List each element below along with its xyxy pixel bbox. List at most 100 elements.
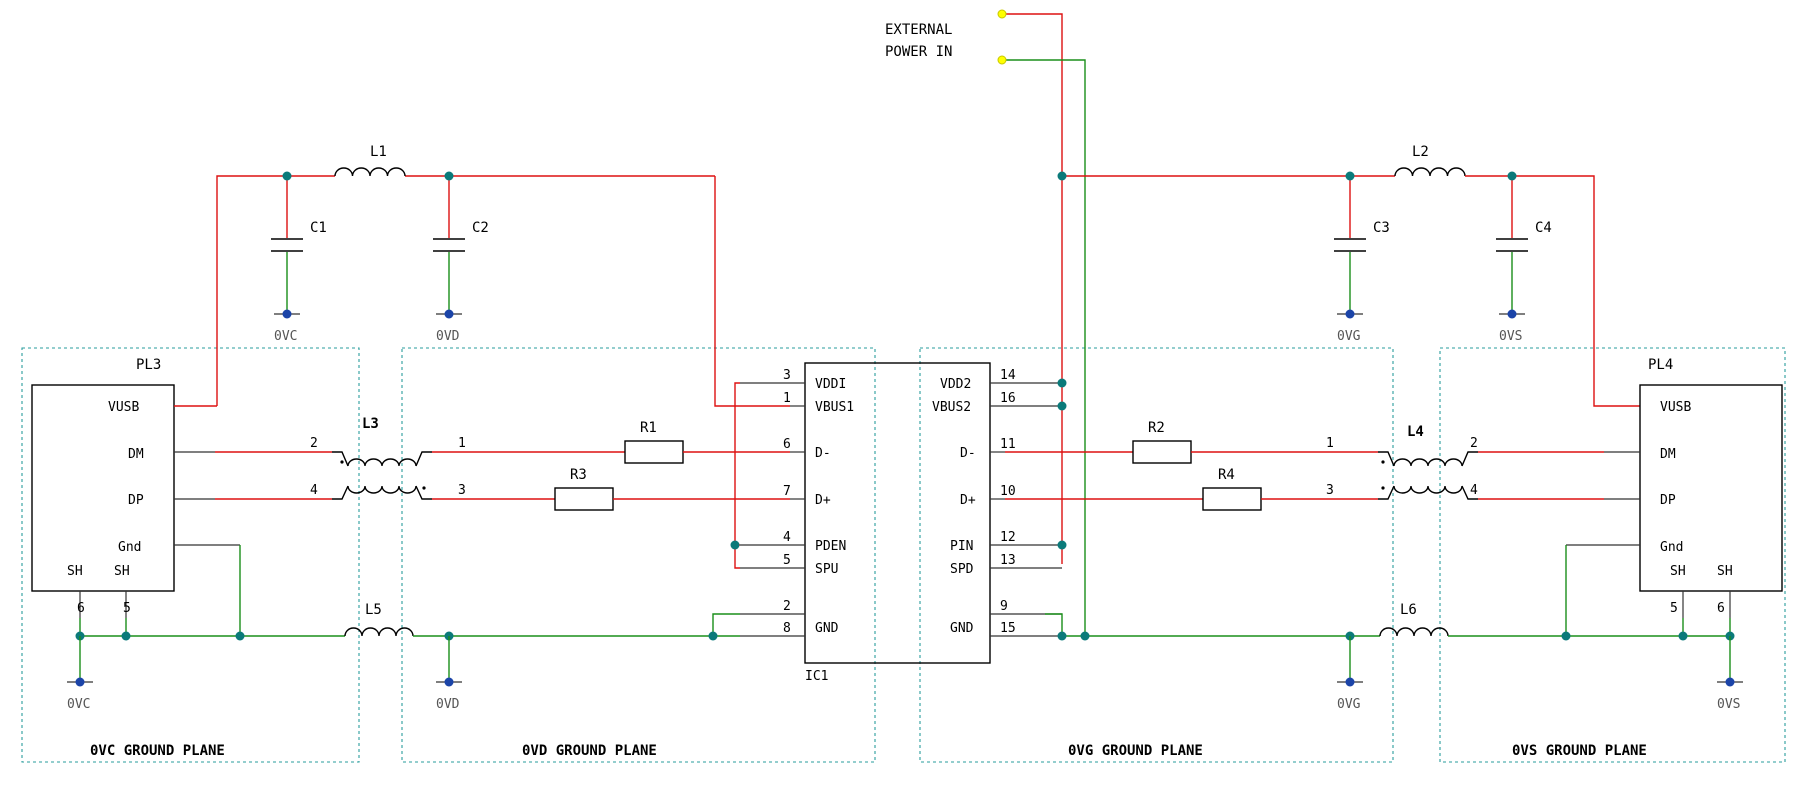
- ic1-right-name-0: VDD2: [940, 377, 971, 392]
- resistor-r2: [1132, 440, 1192, 464]
- pl4-name: PL4: [1648, 357, 1673, 373]
- ic1-left-num-1: 1: [783, 391, 791, 406]
- capacitor-c3-label: C3: [1373, 220, 1390, 236]
- ic1-right-num-3: 10: [1000, 484, 1016, 499]
- pl4-pin-sh2: SH: [1717, 564, 1733, 579]
- ic1-right-num-0: 14: [1000, 368, 1016, 383]
- external-power-red-wire: [1002, 13, 1063, 564]
- ground-symbol-0vd: [436, 636, 462, 687]
- inductor-l3-label: L3: [362, 416, 379, 432]
- choke-l4: [1378, 451, 1478, 500]
- pl3-sh-num-1: 6: [77, 601, 85, 616]
- inductor-l6: [1379, 627, 1449, 637]
- connector-pl4: [1639, 384, 1783, 592]
- external-power-label-1: EXTERNAL: [885, 22, 952, 38]
- ground-0vc-bottom: 0VC: [67, 697, 90, 712]
- ic1-name: IC1: [805, 669, 828, 684]
- l3-pin-2: 2: [310, 436, 318, 451]
- pl3-name: PL3: [136, 357, 161, 373]
- pl4-pin-vusb: VUSB: [1660, 400, 1691, 415]
- pl3-pin-gnd: Gnd: [118, 540, 141, 555]
- plane-label-0vg: 0VG GROUND PLANE: [1068, 743, 1203, 759]
- pl3-pin-dm: DM: [128, 447, 144, 462]
- zone-0vs: [1439, 347, 1786, 763]
- external-power-green-wire: [1002, 59, 1086, 636]
- ground-0vg-top: 0VG: [1337, 329, 1361, 344]
- plane-label-0vs: 0VS GROUND PLANE: [1512, 743, 1647, 759]
- l4-pin-3: 3: [1326, 483, 1334, 498]
- ic1-right-num-5: 13: [1000, 553, 1016, 568]
- left-vbus-rail: [216, 175, 335, 406]
- ic1-left-num-6: 2: [783, 599, 791, 614]
- ic1-right-num-2: 11: [1000, 437, 1016, 452]
- ground-0vs-bottom: 0VS: [1717, 697, 1740, 712]
- pl4-pin-gnd: Gnd: [1660, 540, 1683, 555]
- inductor-l1: [334, 167, 406, 177]
- capacitor-c2: [433, 176, 465, 315]
- capacitor-c3: [1334, 176, 1366, 315]
- pl3-sh-num-2: 5: [123, 601, 131, 616]
- ic1-left-name-3: D+: [815, 493, 831, 508]
- ic1-left-num-0: 3: [783, 368, 791, 383]
- l4-pin-1: 1: [1326, 436, 1334, 451]
- pl3-pin-sh2: SH: [114, 564, 130, 579]
- capacitor-c2-label: C2: [472, 220, 489, 236]
- resistor-r4: [1202, 487, 1262, 511]
- ic1-right-num-7: 15: [1000, 621, 1016, 636]
- inductor-l5-label: L5: [365, 602, 382, 618]
- l4-pin-2: 2: [1470, 436, 1478, 451]
- ic1-body: [804, 362, 991, 664]
- ground-symbol-0vg: [1337, 636, 1363, 687]
- resistor-r2-label: R2: [1148, 420, 1165, 436]
- capacitor-c4: [1496, 176, 1528, 315]
- ic1-left-num-2: 6: [783, 437, 791, 452]
- inductor-l1-label: L1: [370, 144, 387, 160]
- ic1-right-name-7: GND: [950, 621, 974, 636]
- zone-0vc: [21, 347, 360, 763]
- ic1-left-name-7: GND: [815, 621, 839, 636]
- external-power-terminal-2: [997, 55, 1007, 65]
- plane-label-0vc: 0VC GROUND PLANE: [90, 743, 225, 759]
- resistor-r1-label: R1: [640, 420, 657, 436]
- external-power-label-2: POWER IN: [885, 44, 952, 60]
- l4-pin-4: 4: [1470, 483, 1478, 498]
- pl3-pin-sh1: SH: [67, 564, 83, 579]
- ic1-left-num-3: 7: [783, 484, 791, 499]
- ic1-right-name-5: SPD: [950, 562, 974, 577]
- capacitor-c1: [271, 176, 303, 315]
- zone-0vg: [919, 347, 1394, 763]
- capacitor-c4-label: C4: [1535, 220, 1552, 236]
- ic1-left-name-2: D-: [815, 446, 831, 461]
- pl3-pin-vusb: VUSB: [108, 400, 139, 415]
- ground-0vg-bottom: 0VG: [1337, 697, 1361, 712]
- pl4-pin-dp: DP: [1660, 493, 1676, 508]
- inductor-l4-label: L4: [1407, 424, 1424, 440]
- resistor-r3-label: R3: [570, 467, 587, 483]
- ic1-right-name-1: VBUS2: [932, 400, 971, 415]
- resistor-r1: [624, 440, 684, 464]
- inductor-l5: [344, 627, 414, 637]
- inductor-l6-label: L6: [1400, 602, 1417, 618]
- ground-0vs-top: 0VS: [1499, 329, 1522, 344]
- capacitor-c1-label: C1: [310, 220, 327, 236]
- l3-pin-1: 1: [458, 436, 466, 451]
- pl4-pin-dm: DM: [1660, 447, 1676, 462]
- connector-pl3: [31, 384, 175, 592]
- right-vbus-rail: [1465, 175, 1640, 407]
- pl4-pin-sh1: SH: [1670, 564, 1686, 579]
- inductor-l2-label: L2: [1412, 144, 1429, 160]
- ic1-left-name-0: VDDI: [815, 377, 846, 392]
- l3-pin-4: 4: [310, 483, 318, 498]
- ic1-right-num-6: 9: [1000, 599, 1008, 614]
- ic1-left-num-5: 5: [783, 553, 791, 568]
- pl4-sh-num-1: 5: [1670, 601, 1678, 616]
- ic1-left-num-7: 8: [783, 621, 791, 636]
- ground-0vd-top: 0VD: [436, 329, 460, 344]
- ic1-right-num-1: 16: [1000, 391, 1016, 406]
- choke-l3: [332, 451, 432, 500]
- pl3-pin-dp: DP: [128, 493, 144, 508]
- plane-label-0vd: 0VD GROUND PLANE: [522, 743, 657, 759]
- left-rail-to-vbus1: [714, 176, 790, 407]
- pl4-sh-num-2: 6: [1717, 601, 1725, 616]
